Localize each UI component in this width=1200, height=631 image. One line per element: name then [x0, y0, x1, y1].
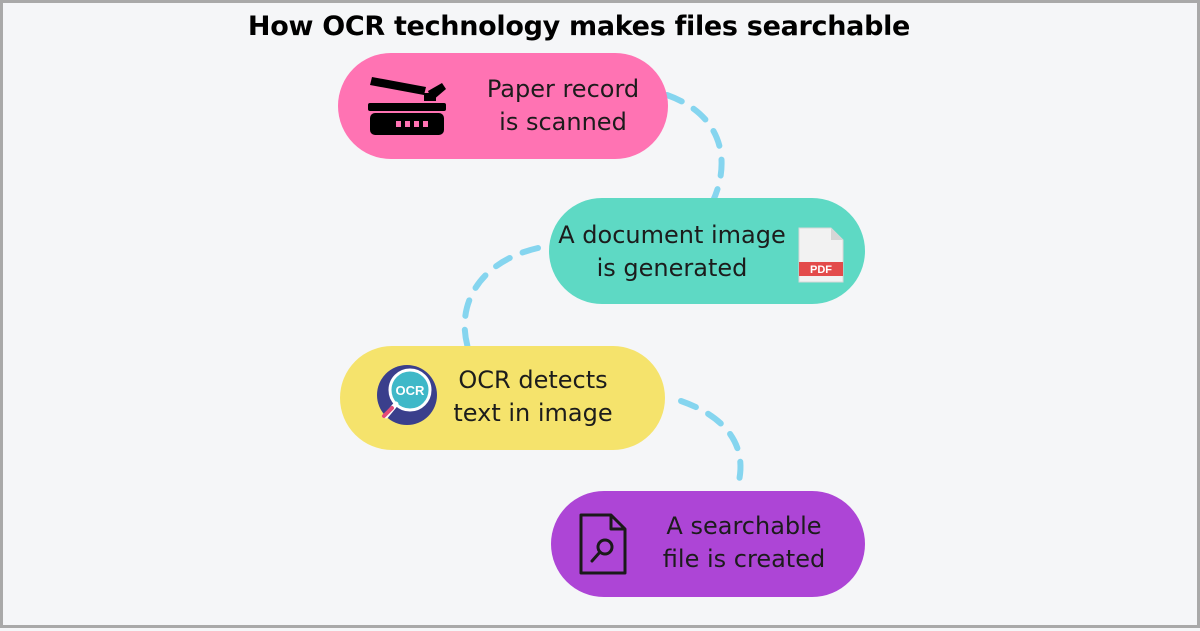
- step-4-pill: A searchable file is created: [551, 491, 865, 597]
- step-4-line-1: A searchable: [666, 512, 822, 540]
- step-3-pill: OCR OCR detects text in image: [340, 346, 665, 450]
- pdf-file-icon: PDF: [798, 227, 844, 283]
- diagram-title: How OCR technology makes files searchabl…: [247, 11, 911, 42]
- step-2-pill: A document image is generated PDF: [549, 198, 865, 304]
- step-3-line-1: OCR detects: [458, 366, 608, 394]
- step-2-line-2: is generated: [596, 254, 748, 282]
- step-1-line-2: is scanned: [499, 108, 627, 136]
- step-2-line-1: A document image: [558, 221, 786, 249]
- connectors: [461, 92, 744, 494]
- step-1-line-1: Paper record: [486, 75, 640, 103]
- ocr-icon-label: OCR: [396, 383, 426, 398]
- step-4-line-2: file is created: [662, 545, 826, 573]
- step-3-line-2: text in image: [453, 399, 613, 427]
- step-1-pill: Paper record is scanned: [338, 53, 668, 159]
- ocr-magnifier-icon: OCR: [377, 365, 437, 425]
- connector-3-4: [678, 398, 744, 494]
- search-file-icon: [579, 513, 627, 575]
- connector-1-2: [664, 92, 725, 204]
- pdf-file-icon-label: PDF: [810, 264, 832, 276]
- connector-2-3: [461, 245, 541, 351]
- scanner-icon: [368, 77, 446, 135]
